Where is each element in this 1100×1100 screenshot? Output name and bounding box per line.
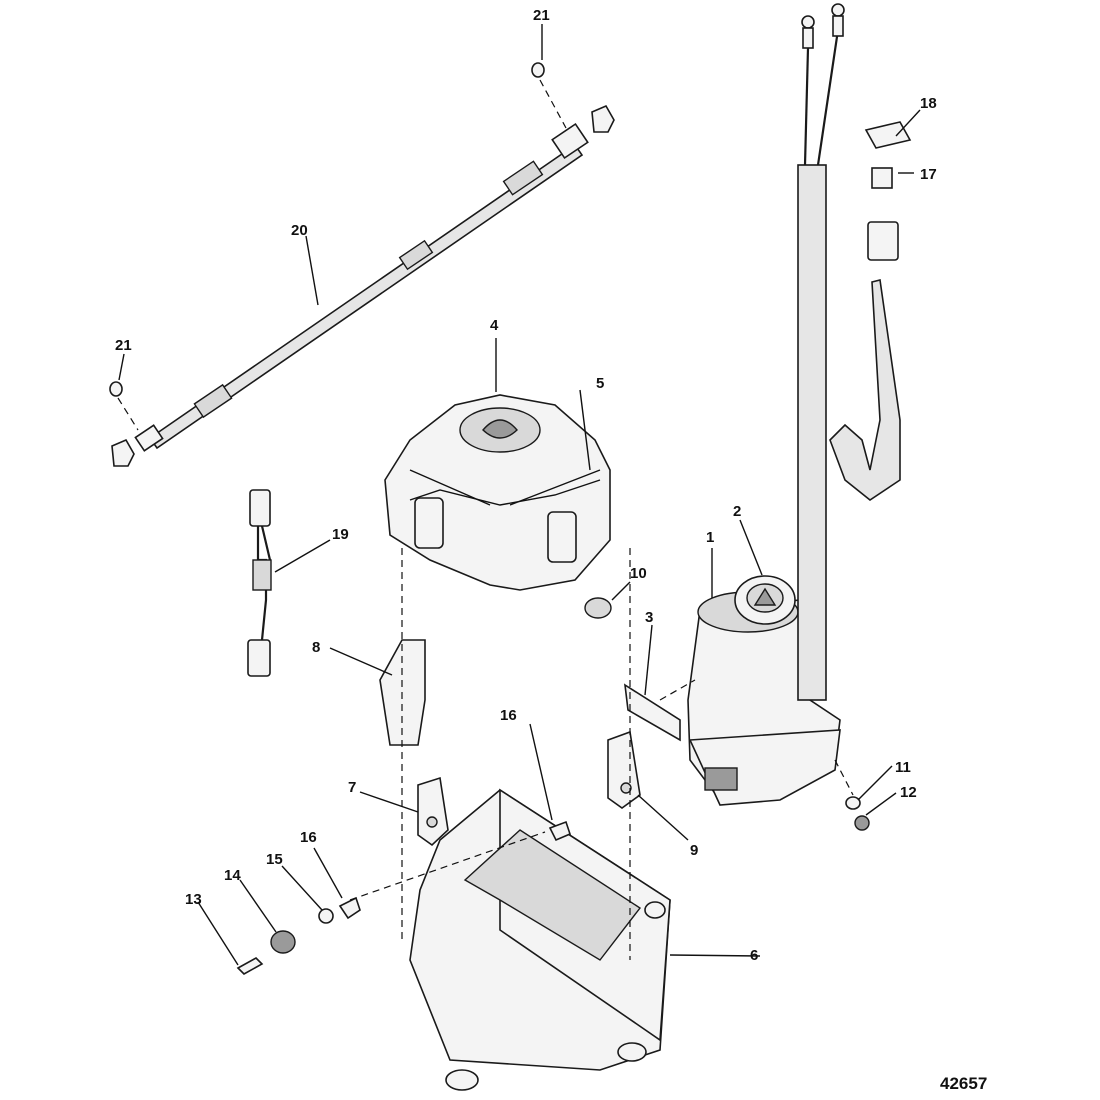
callout-21-left: 21 <box>115 337 132 354</box>
pump-power-cable <box>797 3 845 701</box>
part-7-mount <box>417 776 449 847</box>
part-10-clamp <box>584 597 612 619</box>
callout-13: 13 <box>185 891 202 908</box>
connector-harness <box>829 221 901 501</box>
diagram-id: 42657 <box>940 1074 987 1093</box>
callout-14: 14 <box>224 867 241 884</box>
leader-lines <box>118 24 921 966</box>
callout-21-top: 21 <box>533 7 550 24</box>
callout-16-lower: 16 <box>300 829 317 846</box>
part-12-nut <box>854 815 870 831</box>
part-16-screw-upper <box>548 820 571 842</box>
part-19-wiring-harness <box>247 489 272 677</box>
part-17-connector-clip <box>871 167 893 189</box>
part-6-tray <box>409 788 671 1091</box>
callout-20: 20 <box>291 222 308 239</box>
callout-labels: 1 2 3 4 5 6 7 8 9 10 11 12 13 14 15 16 1… <box>115 7 937 964</box>
callout-11: 11 <box>895 759 911 776</box>
part-2-reservoir-cap <box>734 575 796 625</box>
callout-16-upper: 16 <box>500 707 517 724</box>
callout-2: 2 <box>733 503 741 520</box>
part-4-cover <box>384 394 611 591</box>
callout-3: 3 <box>645 609 653 626</box>
callout-9: 9 <box>690 842 698 859</box>
part-14-grommet <box>270 930 296 954</box>
callout-10: 10 <box>630 565 647 582</box>
part-21-fitting-top <box>591 104 615 133</box>
callout-19: 19 <box>332 526 349 543</box>
callout-17: 17 <box>920 166 937 183</box>
part-21-fitting-left <box>111 438 135 467</box>
callout-18: 18 <box>920 95 937 112</box>
part-9-mount <box>607 730 641 809</box>
part-21-o-ring-left <box>109 381 123 397</box>
callout-12: 12 <box>900 784 917 801</box>
callout-15: 15 <box>266 851 283 868</box>
callout-1: 1 <box>706 529 714 546</box>
part-15-washer <box>318 908 334 924</box>
callout-7: 7 <box>348 779 356 796</box>
part-16-screw-lower <box>338 896 361 920</box>
callout-4: 4 <box>490 317 499 334</box>
part-11-washer <box>845 796 861 810</box>
callout-5: 5 <box>596 375 604 392</box>
part-13-screw <box>236 957 264 975</box>
part-18-connector-cover <box>864 121 912 149</box>
part-21-o-ring-top <box>531 62 545 78</box>
part-20-hose-assembly <box>134 122 589 452</box>
callout-8: 8 <box>312 639 320 656</box>
callout-6: 6 <box>750 947 758 964</box>
part-3-label <box>624 683 681 742</box>
